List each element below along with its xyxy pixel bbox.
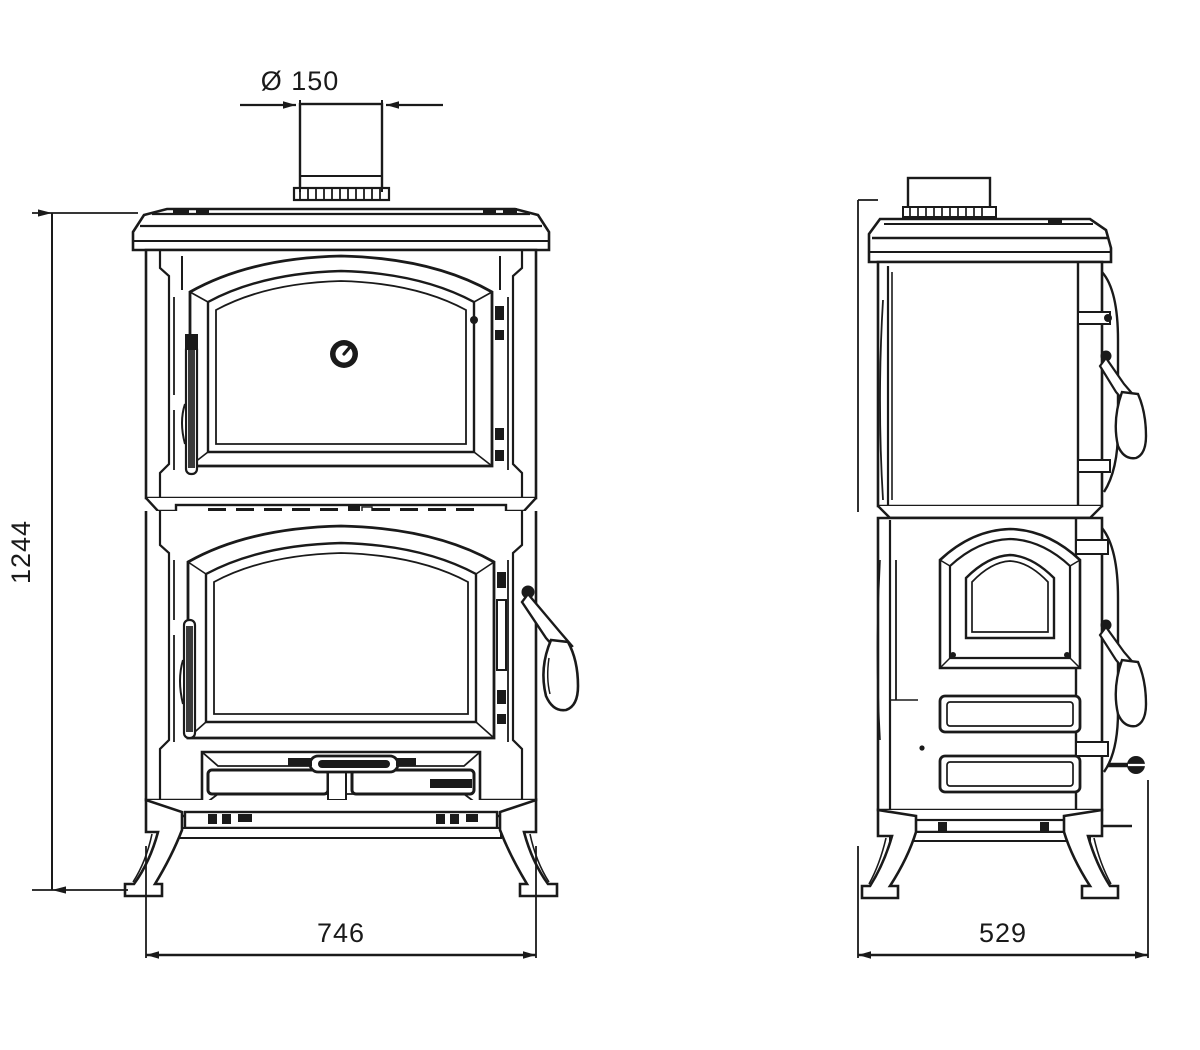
side-lower-door-handle[interactable] [1098,619,1148,728]
oven-door[interactable] [181,254,504,476]
side-mid-band [877,505,1103,520]
side-curved-legs [860,808,1120,900]
side-panel-rect-relief [938,694,1082,794]
oven-door-hinge [181,334,199,476]
ash-drawer-handle[interactable] [288,754,416,801]
oven-door-latch[interactable] [470,306,504,461]
flue-diameter-dimension: Ø 150 [240,66,443,192]
side-upper-door-handle[interactable] [1098,314,1148,460]
curved-legs [123,798,559,898]
side-elevation-view [857,176,1148,900]
air-control-knob[interactable] [1108,756,1145,774]
side-cooktop [867,217,1113,264]
oven-thermometer-knob[interactable] [330,340,358,368]
flue-collar [292,102,391,202]
overall-width-label: 746 [317,918,365,948]
ash-drawer[interactable] [200,750,482,808]
overall-depth-dimension: 529 [857,780,1149,959]
side-flue-collar [902,176,997,218]
flue-diameter-label: Ø 150 [261,66,340,96]
base-plinth [145,799,537,839]
side-upper-body [857,199,1148,512]
overall-width-dimension: 746 [145,846,537,959]
overall-height-label: 1244 [6,520,36,584]
side-lower-body [876,516,1148,812]
overall-height-dimension: 1244 [6,209,138,894]
cooktop-plate [131,207,551,252]
front-elevation-view [123,102,580,898]
firebox-door[interactable] [179,524,507,740]
side-panel-arch-relief [938,527,1082,670]
overall-depth-label: 529 [979,918,1027,948]
door-handle[interactable] [520,585,580,712]
firebox-door-hinge [179,618,197,740]
firebox-door-latch[interactable] [496,572,507,724]
